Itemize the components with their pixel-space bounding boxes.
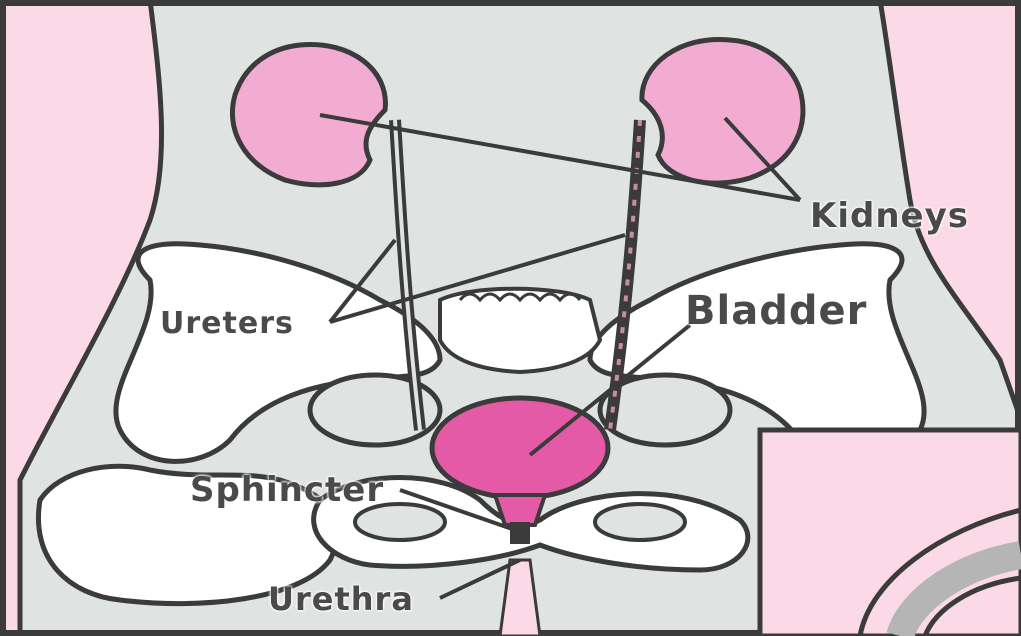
right-kidney bbox=[642, 39, 803, 183]
label-ureters: Ureters bbox=[160, 306, 294, 341]
right-foramen bbox=[595, 504, 685, 540]
bladder-neck bbox=[495, 495, 545, 525]
label-urethra: Urethra bbox=[268, 580, 414, 618]
label-bladder: Bladder bbox=[685, 288, 867, 334]
inset-panel bbox=[760, 430, 1021, 636]
label-kidneys: Kidneys bbox=[810, 196, 969, 236]
left-kidney bbox=[232, 44, 385, 184]
sphincter bbox=[510, 522, 530, 544]
label-sphincter: Sphincter bbox=[190, 470, 384, 510]
